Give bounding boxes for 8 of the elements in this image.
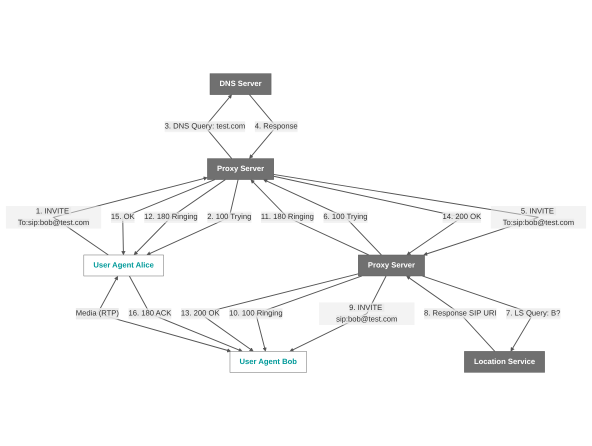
arrow <box>255 276 362 352</box>
arrow <box>273 174 539 256</box>
arrow <box>146 179 239 256</box>
arrow <box>52 176 208 256</box>
arrow <box>121 179 216 256</box>
arrow <box>263 179 382 256</box>
arrow <box>134 179 226 256</box>
arrow <box>422 276 534 352</box>
